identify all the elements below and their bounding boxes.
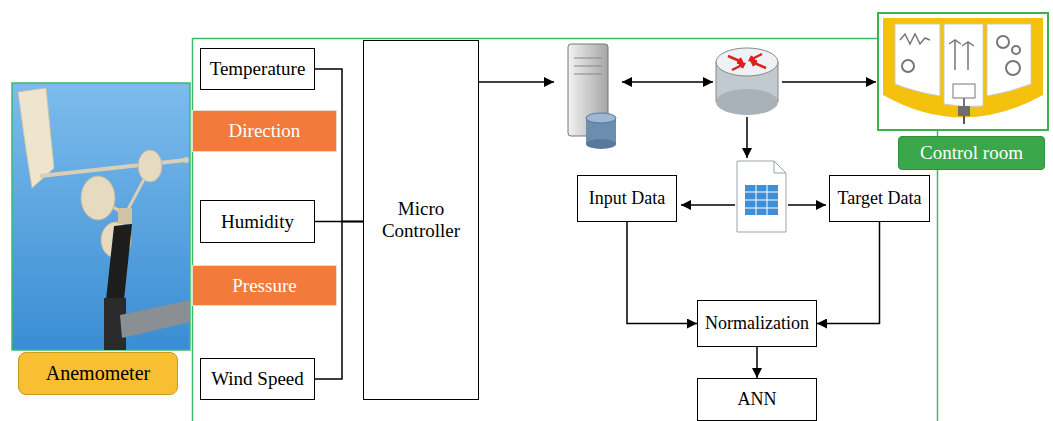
control-room-picture-part — [997, 36, 1009, 48]
control-room-picture-part — [878, 13, 1048, 130]
control-room-picture-part — [963, 116, 965, 124]
control-room-picture-part — [902, 60, 914, 72]
anemometer-photo-part — [81, 176, 115, 220]
router-icon-part — [716, 62, 717, 102]
spreadsheet-icon-part — [745, 200, 778, 201]
control-room-picture-part — [987, 24, 1031, 96]
node-text: Normalization — [705, 313, 809, 334]
control-room-picture-part — [883, 18, 1043, 118]
router-icon-part — [716, 48, 778, 76]
anemometer-photo-part — [18, 88, 54, 188]
server-icon-part — [574, 74, 602, 75]
server-icon — [568, 44, 616, 149]
process-box: Normalization — [697, 300, 817, 347]
router-icon-part — [716, 89, 778, 115]
anemometer-photo-part — [106, 224, 132, 300]
node-text: Humidity — [221, 211, 294, 233]
node-text: Anemometer — [46, 362, 150, 385]
router-icon-part — [728, 56, 742, 63]
server-icon-part — [586, 113, 616, 123]
flow-arrow — [756, 347, 758, 378]
controller-box: Micro Controller — [363, 40, 479, 400]
data-link — [782, 81, 876, 83]
system-frame — [193, 39, 938, 421]
server-icon-part — [574, 66, 602, 67]
anemometer-photo-part — [183, 157, 189, 163]
node-text: Direction — [229, 120, 301, 142]
picture-label: Control room — [898, 136, 1045, 170]
control-room-picture-part — [1006, 61, 1020, 75]
router-icon-part — [732, 64, 744, 70]
spreadsheet-icon-part — [756, 185, 757, 215]
node-text: ANN — [738, 389, 777, 410]
process-box: Target Data — [829, 175, 930, 222]
spreadsheet-icon-part — [737, 161, 786, 232]
data-link — [681, 204, 735, 206]
flow-arrow — [817, 222, 880, 324]
node-text: Control room — [920, 142, 1023, 164]
spreadsheet-icon-part — [767, 185, 768, 215]
data-link — [788, 204, 826, 206]
anemometer-photo-part — [12, 83, 190, 350]
node-text: Wind Speed — [211, 368, 304, 390]
control-room-picture-part — [953, 84, 975, 98]
node-text: Pressure — [232, 275, 296, 297]
anemometer-photo-part — [138, 150, 162, 182]
anemometer-photo-part — [40, 160, 186, 176]
control-room-picture-part — [895, 24, 940, 96]
router-icon-part — [778, 62, 779, 102]
sensor-box-highlight: Direction — [192, 110, 337, 152]
data-link — [746, 117, 748, 158]
photo-label: Anemometer — [18, 352, 178, 395]
node-text: Micro Controller — [364, 198, 478, 242]
router-icon-part — [752, 61, 766, 68]
control-room-picture-part — [963, 98, 965, 106]
node-text: Temperature — [210, 58, 306, 80]
anemometer-photo-part — [118, 208, 132, 224]
spreadsheet-icon-part — [774, 161, 786, 173]
control-room-picture — [878, 13, 1048, 130]
control-room-picture-part — [949, 40, 974, 70]
spreadsheet-icon-part — [745, 192, 778, 193]
sensor-box: Temperature — [200, 48, 315, 90]
control-room-picture-part — [944, 24, 983, 107]
data-link — [472, 81, 554, 83]
anemometer-photo-part — [120, 300, 190, 338]
control-room-picture-part — [900, 34, 930, 44]
spreadsheet-icon-part — [745, 185, 778, 215]
router-icon — [716, 48, 778, 115]
node-text: Input Data — [589, 188, 665, 209]
process-box: ANN — [697, 378, 817, 421]
server-icon-part — [586, 139, 616, 149]
sensor-box-highlight: Pressure — [192, 265, 337, 306]
flow-arrow — [627, 222, 697, 324]
sensor-box: Humidity — [200, 200, 315, 243]
spreadsheet-icon-part — [745, 208, 778, 209]
spreadsheet-icon — [737, 161, 786, 232]
node-text: Target Data — [838, 188, 922, 209]
sensor-box: Wind Speed — [200, 358, 315, 400]
router-icon-part — [750, 54, 762, 60]
data-link — [622, 81, 713, 83]
anemometer-photo — [12, 83, 190, 350]
process-box: Input Data — [577, 175, 677, 222]
control-room-picture-part — [1012, 46, 1020, 54]
server-icon-part — [574, 58, 602, 59]
control-room-picture-part — [958, 106, 970, 116]
